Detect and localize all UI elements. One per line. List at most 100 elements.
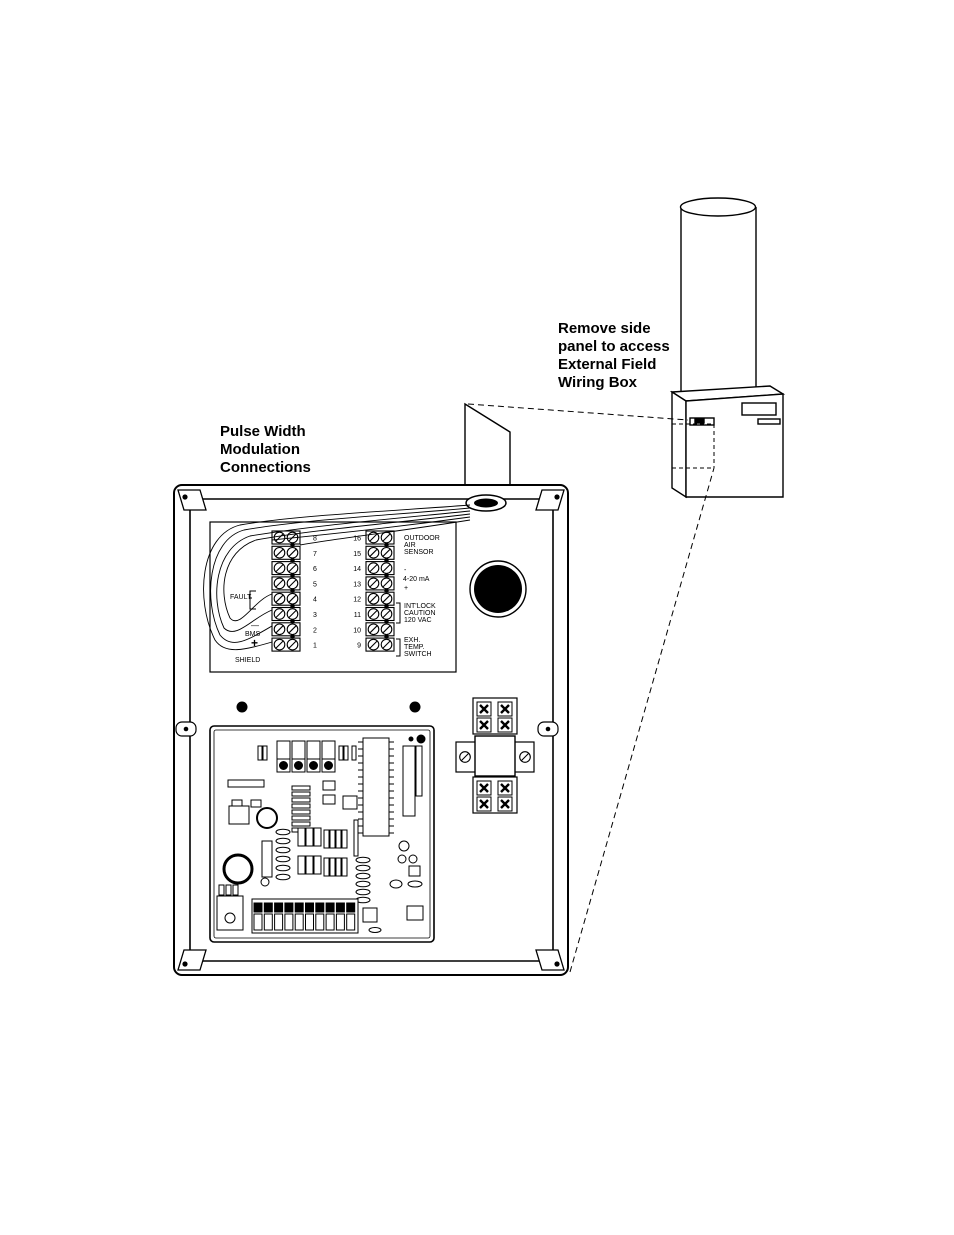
terminal-pin <box>306 903 314 912</box>
resistor <box>263 746 267 760</box>
sensor-label: SENSOR <box>404 549 434 556</box>
microcontroller <box>363 738 389 836</box>
terminal-pin <box>347 903 355 912</box>
resistor-bank <box>292 798 310 802</box>
terminal-slot <box>316 914 324 930</box>
capacitor-bank <box>306 828 313 846</box>
small-component <box>356 857 370 863</box>
terminal-number: 4 <box>313 597 317 604</box>
small-component <box>276 829 290 835</box>
temp-label: TEMP. <box>404 644 425 651</box>
jumper-dot <box>290 573 294 577</box>
capacitor-bank <box>298 856 305 874</box>
small-ic <box>363 908 377 922</box>
terminal-number: 9 <box>357 643 361 650</box>
terminal-number: 6 <box>313 566 317 573</box>
jumper-dot <box>384 619 388 623</box>
interlock-label: INT'LOCK <box>404 603 436 610</box>
small-component <box>276 838 290 844</box>
small-component <box>356 865 370 871</box>
terminal-slot <box>275 914 283 930</box>
ma-plus-label: + <box>404 585 408 592</box>
terminal-number: 1 <box>313 643 317 650</box>
small-component <box>276 874 290 880</box>
terminal-pin <box>264 903 272 912</box>
outdoor-label: OUTDOOR <box>404 535 440 542</box>
terminal-number: 7 <box>313 551 317 558</box>
led <box>261 878 269 886</box>
resistor-bank <box>292 810 310 814</box>
terminal-pin <box>295 903 303 912</box>
jumper-dot <box>290 634 294 638</box>
terminal-number: 3 <box>313 612 317 619</box>
small-component <box>356 889 370 895</box>
terminal-number: 15 <box>353 551 361 558</box>
jumper-dot <box>384 604 388 608</box>
resistor <box>258 746 262 760</box>
terminal-pin <box>254 903 262 912</box>
resistor <box>352 746 356 760</box>
capacitor-bank <box>314 828 321 846</box>
connector-pin <box>233 885 238 895</box>
capacitor-bank <box>342 830 347 848</box>
capacitor <box>408 881 422 887</box>
small-component <box>356 881 370 887</box>
unit-cabinet-front <box>672 392 686 497</box>
resistor-bank <box>292 804 310 808</box>
potentiometer-knob <box>225 913 235 923</box>
small-ic <box>343 796 357 809</box>
terminal-pin <box>336 903 344 912</box>
terminal-slot <box>295 914 303 930</box>
terminal-slot <box>326 914 334 930</box>
caution-label: CAUTION <box>404 610 436 617</box>
heater-unit <box>672 198 783 497</box>
terminal-slot <box>336 914 344 930</box>
hinge-pin <box>546 727 551 732</box>
relay-contact <box>310 762 318 770</box>
relay-contact <box>325 762 333 770</box>
terminal-number: 2 <box>313 627 317 634</box>
diode <box>323 781 335 790</box>
terminal-number: 5 <box>313 581 317 588</box>
terminal-pin <box>285 903 293 912</box>
unit-display-panel <box>742 403 776 415</box>
jumper-dot <box>384 589 388 593</box>
capacitor-bank <box>336 830 341 848</box>
capacitor-bank <box>298 828 305 846</box>
capacitor <box>251 800 261 807</box>
bms-plus-label: + <box>251 636 258 650</box>
small-component <box>276 856 290 862</box>
transformer-coil <box>262 841 272 877</box>
corner-screw <box>554 494 559 499</box>
hinge-pin <box>184 727 189 732</box>
capacitor <box>390 880 402 888</box>
flue-pipe-top <box>681 198 756 216</box>
relay-body <box>475 736 515 776</box>
resistor <box>344 746 348 760</box>
memory-chip <box>403 746 415 816</box>
terminal-slot <box>285 914 293 930</box>
capacitor-bank <box>330 830 335 848</box>
mounting-hole <box>237 702 248 713</box>
oscillator <box>398 855 406 863</box>
corner-screw <box>182 961 187 966</box>
diode <box>323 795 335 804</box>
flue-pipe <box>681 207 756 397</box>
exh-label: EXH. <box>404 637 420 644</box>
terminal-number: 10 <box>353 627 361 634</box>
resistor-bank <box>292 822 310 826</box>
terminal-pin <box>275 903 283 912</box>
capacitor-bank <box>306 856 313 874</box>
terminal-number: 13 <box>353 581 361 588</box>
terminal-number: 11 <box>354 612 361 619</box>
jumper-dot <box>384 543 388 547</box>
terminal-slot <box>347 914 355 930</box>
shield-label: SHIELD <box>235 657 260 664</box>
terminal-slot <box>306 914 314 930</box>
jumper-dot <box>384 634 388 638</box>
capacitor-bank <box>314 856 321 874</box>
ic-chip <box>229 806 249 824</box>
ic-socket <box>228 780 264 787</box>
cable-grommet <box>466 495 506 511</box>
